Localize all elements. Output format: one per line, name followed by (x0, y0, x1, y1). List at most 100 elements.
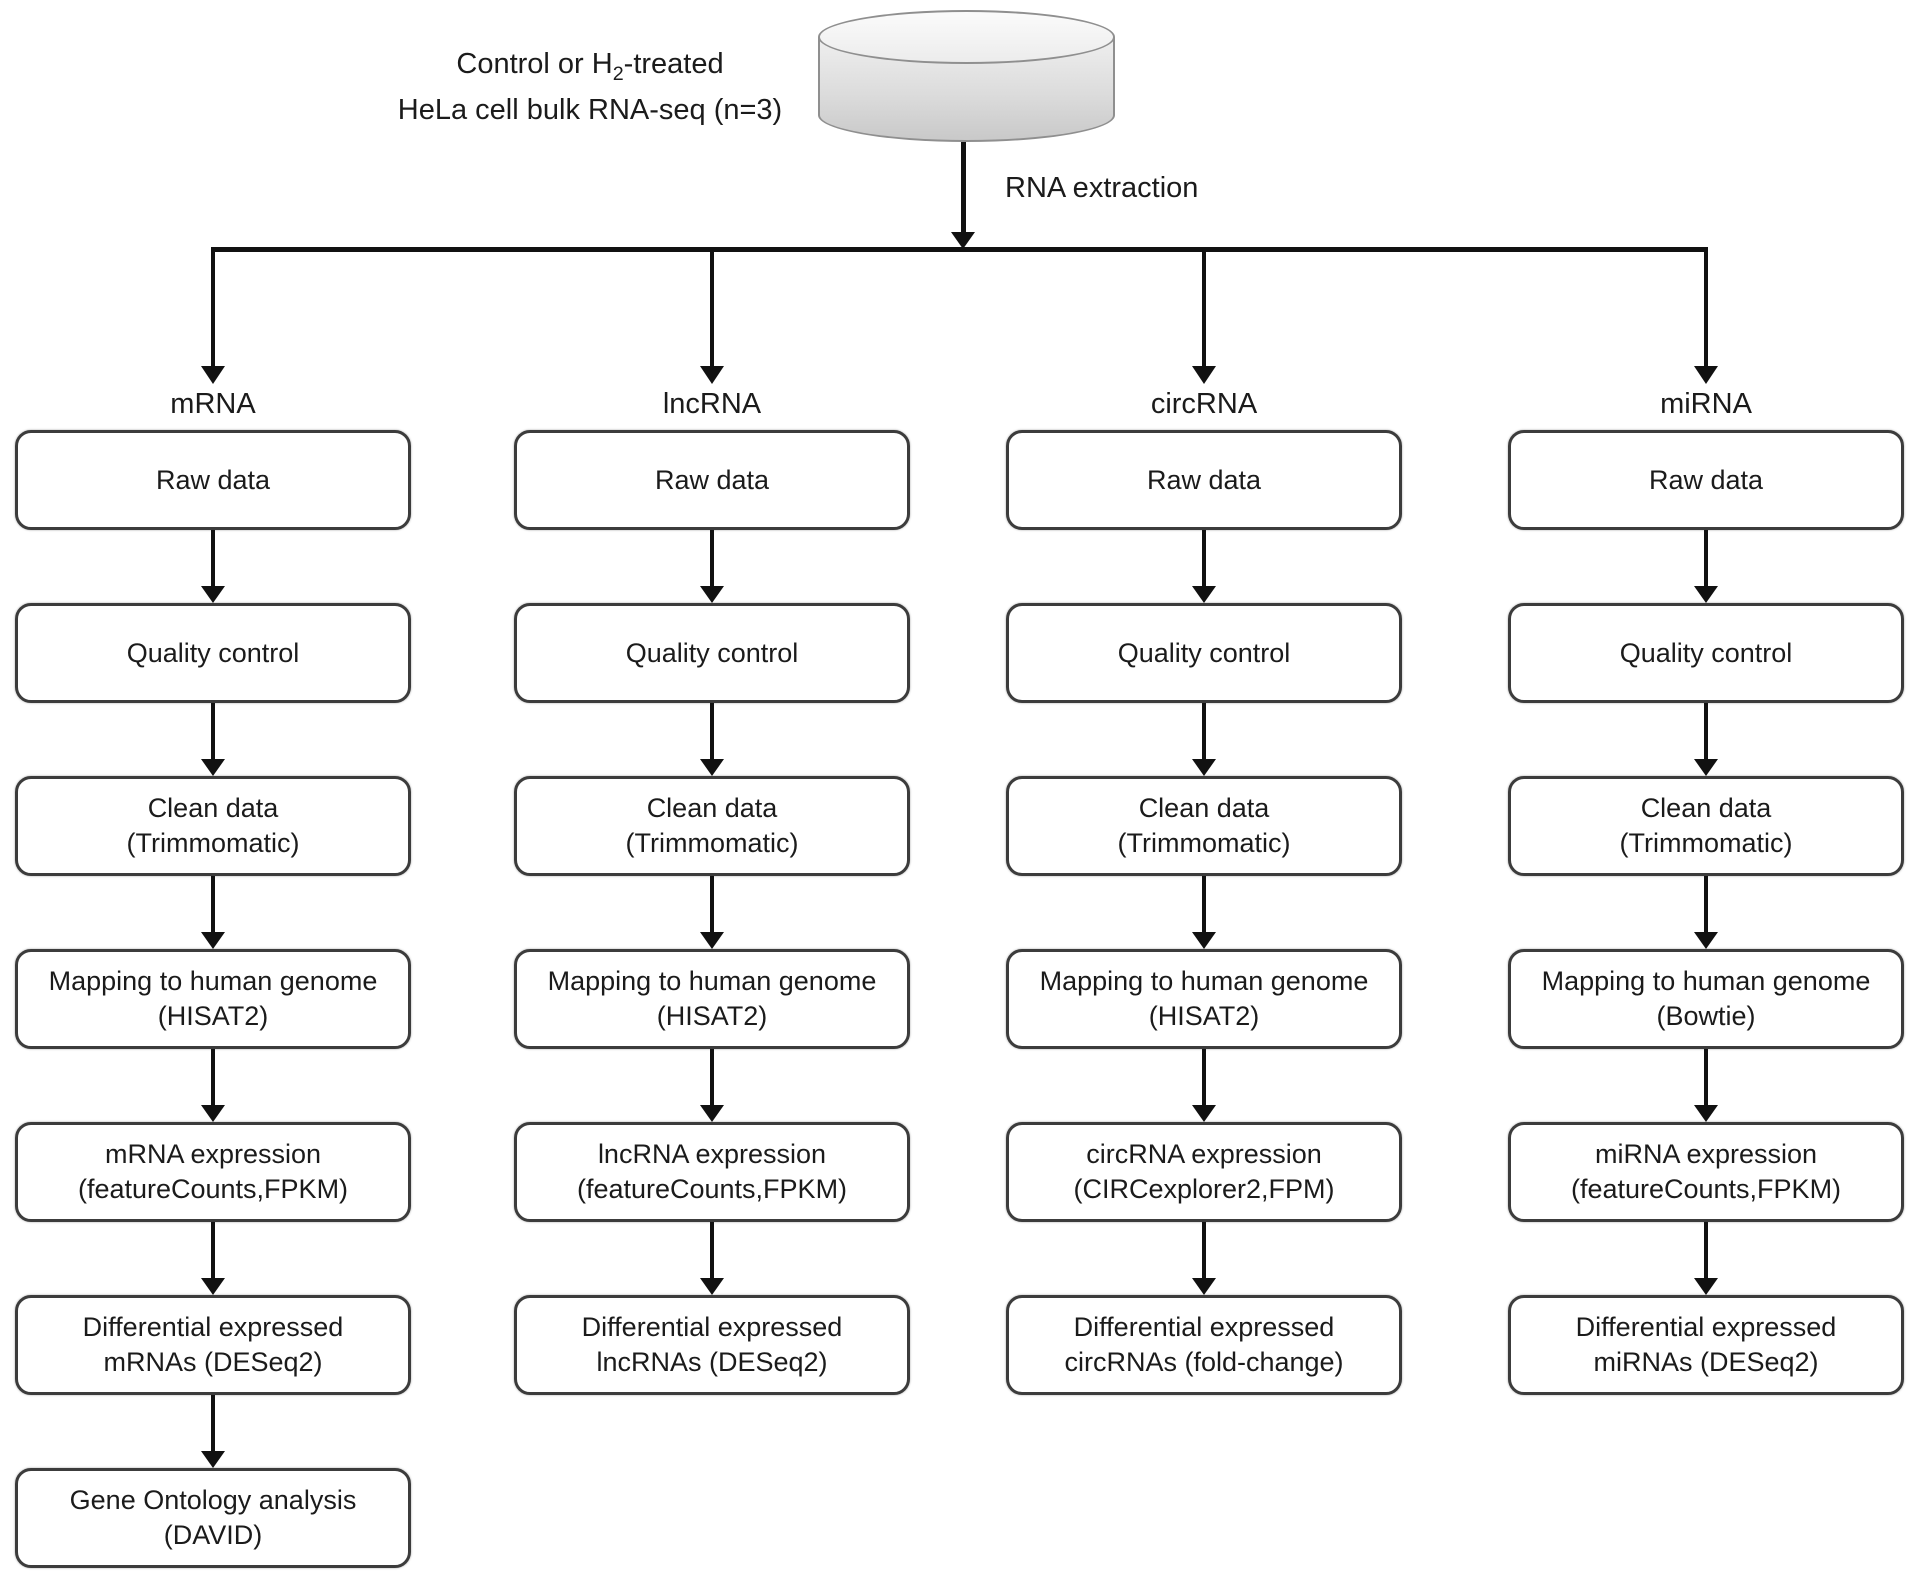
source-title-part1: Control or H (456, 48, 613, 80)
node-text: Quality control (1619, 637, 1793, 668)
flow-arrow (15, 1049, 411, 1122)
source-title-subscript: 2 (612, 62, 624, 85)
flow-arrow (1508, 1049, 1904, 1122)
arrowhead-icon (700, 759, 724, 776)
node-text: (featureCounts,FPKM) (77, 1174, 349, 1204)
source-title-line1: Control or H2-treated (380, 46, 800, 92)
arrowhead-icon (1192, 1105, 1216, 1122)
node-text: (HISAT2) (1148, 1001, 1260, 1031)
arrow-line (1202, 1222, 1206, 1279)
branch-arrow-circrna (1192, 252, 1216, 384)
node-text: Clean data (1138, 793, 1270, 823)
rna-extraction-label: RNA extraction (1005, 172, 1199, 204)
column-label-circrna: circRNA (1150, 388, 1258, 420)
pipeline-column-mrna: mRNA Raw data Quality control Clean data… (15, 384, 411, 1568)
arrowhead-icon (700, 932, 724, 949)
node-text: Raw data (1146, 464, 1262, 495)
arrow-line (211, 530, 215, 587)
arrow-line (710, 530, 714, 587)
node-text: (DAVID) (163, 1520, 263, 1550)
arrowhead-icon (1694, 586, 1718, 603)
node-text: Quality control (1117, 637, 1291, 668)
node-raw-data: Raw data (1508, 430, 1904, 530)
flow-arrow (1006, 876, 1402, 949)
flow-arrow (514, 876, 910, 949)
node-mapping: Mapping to human genome (HISAT2) (1006, 949, 1402, 1049)
node-quality-control: Quality control (514, 603, 910, 703)
flow-arrow (514, 703, 910, 776)
node-text: Raw data (155, 464, 271, 495)
node-mapping: Mapping to human genome(HISAT2) (514, 949, 910, 1049)
node-text: (Bowtie) (1656, 1001, 1756, 1031)
arrowhead-icon (201, 366, 225, 384)
arrow-line (1704, 876, 1708, 933)
node-mapping: Mapping to human genome(Bowtie) (1508, 949, 1904, 1049)
node-clean-data: Clean data(Trimmomatic) (514, 776, 910, 876)
arrow-line (1202, 1049, 1206, 1106)
arrowhead-icon (201, 586, 225, 603)
flow-arrow (15, 876, 411, 949)
arrow-line (710, 252, 714, 366)
arrowhead-icon (201, 1278, 225, 1295)
flow-arrow (1508, 703, 1904, 776)
node-text: (featureCounts,FPKM) (576, 1174, 848, 1204)
arrowhead-icon (201, 932, 225, 949)
flow-arrow (514, 530, 910, 603)
arrow-line (1202, 703, 1206, 760)
node-text: (Trimmomatic) (1117, 828, 1291, 858)
source-title: Control or H2-treated HeLa cell bulk RNA… (380, 46, 800, 128)
arrow-line (710, 703, 714, 760)
pipeline-column-lncrna: lncRNA Raw data Quality control Clean da… (514, 384, 910, 1395)
node-mapping: Mapping to human genome(HISAT2) (15, 949, 411, 1049)
arrowhead-icon (1192, 1278, 1216, 1295)
node-text: lncRNAs (DESeq2) (596, 1347, 828, 1377)
flow-arrow (15, 1395, 411, 1468)
flow-arrow (1006, 703, 1402, 776)
node-text: Mapping to human genome (547, 966, 877, 996)
node-text: Quality control (625, 637, 799, 668)
node-expression: mRNA expression (featureCounts,FPKM) (15, 1122, 411, 1222)
flow-arrow (1508, 530, 1904, 603)
arrow-line (1202, 876, 1206, 933)
node-quality-control: Quality control (15, 603, 411, 703)
flow-arrow (1006, 1222, 1402, 1295)
arrowhead-icon (1694, 1105, 1718, 1122)
flow-arrow (514, 1049, 910, 1122)
arrow-line (710, 1049, 714, 1106)
arrowhead-icon (201, 759, 225, 776)
flow-arrow (1508, 876, 1904, 949)
arrow-line (1704, 703, 1708, 760)
flow-arrow (1006, 530, 1402, 603)
node-text: Raw data (1648, 464, 1764, 495)
branch-connector-line (211, 247, 1708, 252)
node-expression: lncRNA expression(featureCounts,FPKM) (514, 1122, 910, 1222)
node-text: (HISAT2) (157, 1001, 269, 1031)
node-text: miRNAs (DESeq2) (1593, 1347, 1819, 1377)
flow-arrow (15, 530, 411, 603)
arrow-line (211, 1049, 215, 1106)
node-clean-data: Clean data (Trimmomatic) (1006, 776, 1402, 876)
branch-arrow-mrna (201, 252, 225, 384)
node-text: Raw data (654, 464, 770, 495)
node-text: Clean data (147, 793, 279, 823)
column-label-lncrna: lncRNA (662, 388, 762, 420)
node-text: mRNA expression (104, 1139, 322, 1169)
branch-arrow-mirna (1694, 252, 1718, 384)
arrow-line (1704, 252, 1708, 366)
arrowhead-icon (700, 586, 724, 603)
rna-extraction-arrow-line (961, 142, 966, 234)
node-quality-control: Quality control (1508, 603, 1904, 703)
arrowhead-icon (1192, 366, 1216, 384)
node-text: Quality control (126, 637, 300, 668)
arrow-line (211, 252, 215, 366)
node-text: Mapping to human genome (1039, 966, 1369, 996)
node-gene-ontology: Gene Ontology analysis(DAVID) (15, 1468, 411, 1568)
column-label-mrna: mRNA (170, 388, 256, 420)
flow-arrow (15, 1222, 411, 1295)
arrowhead-icon (700, 1278, 724, 1295)
node-raw-data: Raw data (15, 430, 411, 530)
arrow-line (211, 703, 215, 760)
arrow-line (1704, 1049, 1708, 1106)
node-text: (CIRCexplorer2,FPM) (1073, 1174, 1335, 1204)
